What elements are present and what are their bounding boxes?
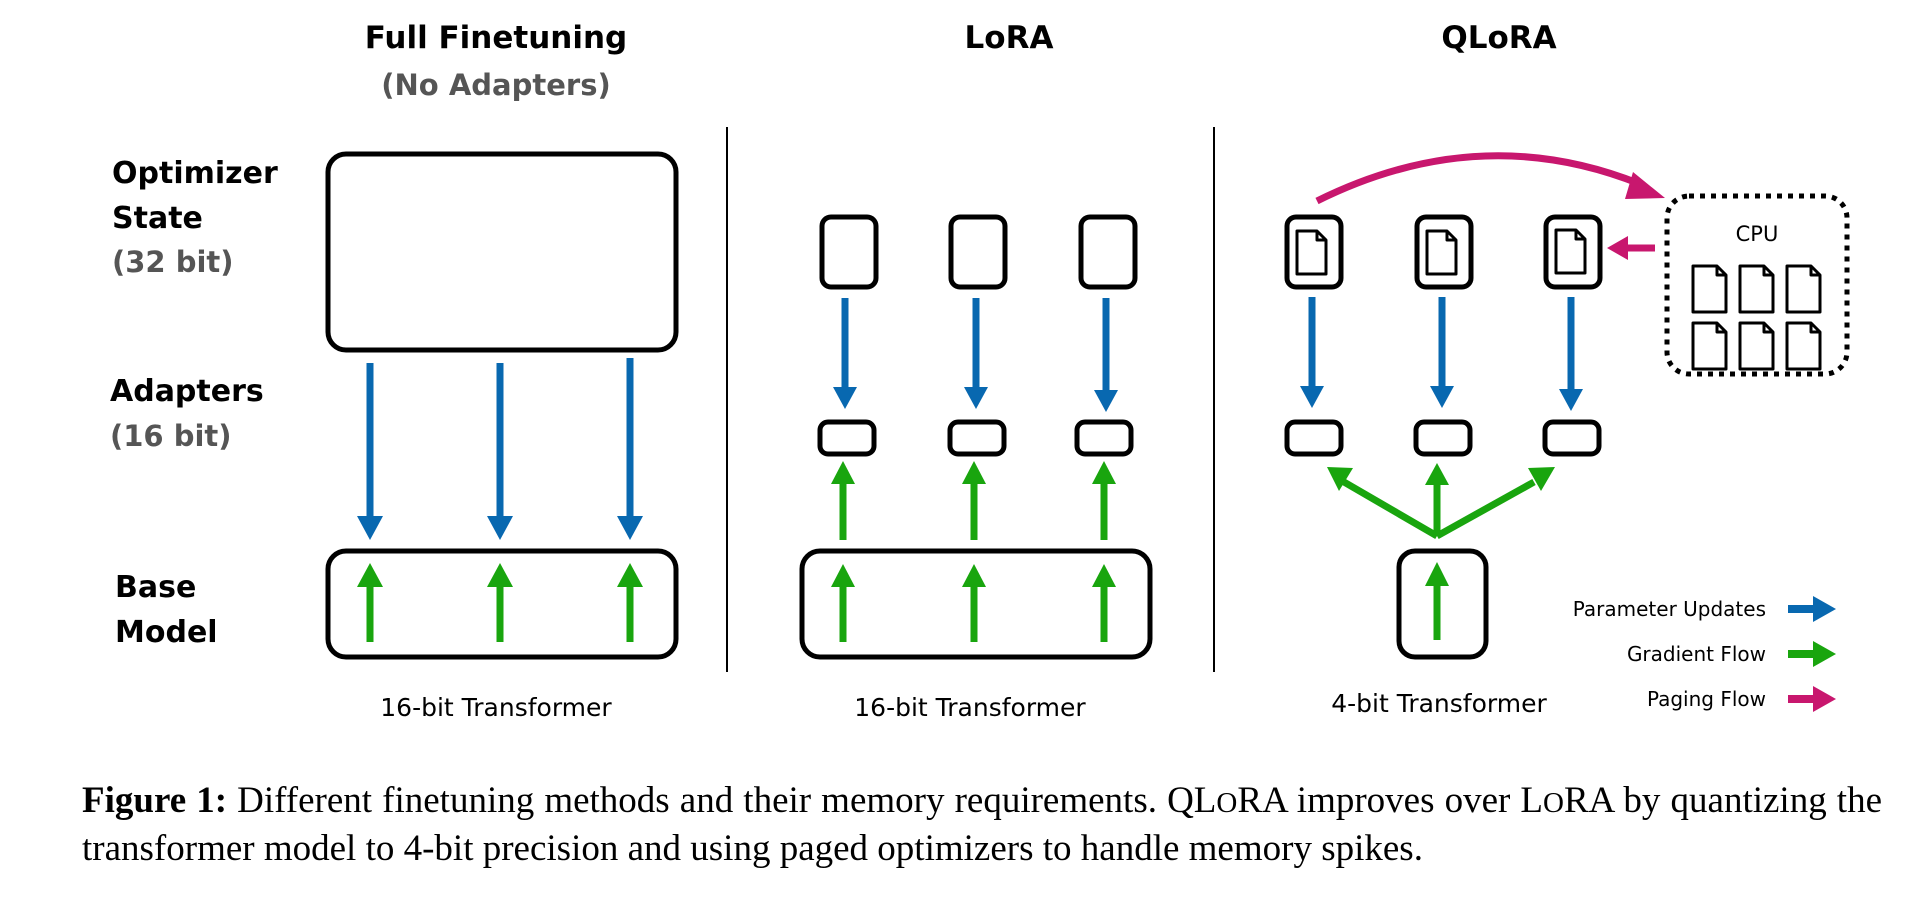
page-icon: [1691, 321, 1728, 371]
page-icon: [1785, 321, 1822, 371]
gradient-flow-arrow: [831, 461, 855, 540]
cpu-label: CPU: [1736, 222, 1779, 246]
gradient-flow-arrow: [962, 461, 986, 540]
parameter-update-arrow: [1430, 297, 1454, 408]
legend-item-gradient-flow: Gradient Flow: [1627, 641, 1836, 667]
legend-item-parameter-updates: Parameter Updates: [1573, 596, 1836, 622]
row-sublabel-16bit: (16 bit): [110, 419, 232, 453]
figure-caption: Figure 1: Different finetuning methods a…: [82, 778, 1882, 871]
page-icon: [1295, 229, 1328, 276]
adapter-box: [1413, 419, 1473, 457]
finetuning-diagram: Full Finetuning (No Adapters) LoRA QLoRA…: [110, 20, 1850, 722]
column-subtitle-no-adapters: (No Adapters): [381, 68, 610, 102]
qlora-column: CPU 4-bit Transformer: [1284, 152, 1850, 718]
gradient-flow-arrow: [1425, 463, 1449, 536]
caption-text: L: [1193, 780, 1217, 821]
cpu-pages: [1691, 264, 1822, 371]
gradient-flow-arrow: [1435, 467, 1555, 540]
paging-flow-arrow-to-cpu: [1315, 152, 1665, 205]
adapter-box: [817, 419, 877, 457]
row-label-optimizer: Optimizer: [112, 156, 278, 191]
gradient-flow-arrow: [962, 564, 986, 642]
optimizer-state-box: [1078, 214, 1138, 290]
parameter-update-arrow: [1300, 297, 1324, 408]
base-model-box: [325, 548, 679, 660]
paged-optimizer-state-box: [1414, 214, 1474, 290]
optimizer-state-box: [948, 214, 1008, 290]
gradient-flow-arrow: [1327, 467, 1439, 540]
paging-flow-arrow-from-cpu: [1607, 236, 1655, 260]
parameter-update-arrow: [1094, 298, 1118, 412]
lora-column: 16-bit Transformer: [799, 214, 1153, 722]
full-finetuning-column: 16-bit Transformer: [325, 151, 679, 722]
gradient-flow-arrow: [1092, 564, 1116, 642]
row-sublabel-32bit: (32 bit): [112, 245, 234, 279]
parameter-update-arrow: [833, 298, 857, 409]
legend-label: Paging Flow: [1647, 687, 1766, 711]
gradient-flow-arrow: [1092, 461, 1116, 540]
row-label-state: State: [112, 201, 203, 236]
caption-smallcaps: O: [1543, 787, 1564, 819]
caption-text: Different finetuning methods and their m…: [227, 780, 1194, 821]
gradient-flow-arrow: [357, 563, 383, 642]
figure-label: Figure 1:: [82, 780, 228, 821]
parameter-update-arrow: [1559, 297, 1583, 411]
gradient-flow-arrow: [831, 564, 855, 642]
parameter-update-arrow: [357, 363, 383, 540]
page-icon: [1785, 264, 1822, 314]
base-model-box: [799, 548, 1153, 660]
gradient-flow-arrow: [487, 563, 513, 642]
page-icon: [1738, 264, 1775, 314]
legend-label: Parameter Updates: [1573, 597, 1766, 621]
parameter-update-arrow: [617, 358, 643, 540]
column-title-lora: LoRA: [965, 20, 1054, 56]
base-model-box-4bit: [1396, 548, 1489, 660]
legend-label: Gradient Flow: [1627, 642, 1766, 666]
base-label-4bit: 4-bit Transformer: [1331, 689, 1547, 718]
paged-optimizer-state-box: [1284, 214, 1344, 290]
parameter-update-arrow: [964, 298, 988, 409]
base-label-16bit: 16-bit Transformer: [854, 693, 1086, 722]
adapter-box: [1284, 419, 1344, 457]
gradient-flow-arrow: [1425, 562, 1449, 640]
row-label-base: Base: [115, 570, 196, 605]
caption-text: RA improves over L: [1237, 780, 1544, 821]
cpu-memory-box: CPU: [1664, 193, 1850, 377]
row-label-model: Model: [115, 615, 218, 650]
legend: Parameter Updates Gradient Flow Paging F…: [1573, 596, 1836, 712]
page-icon: [1691, 264, 1728, 314]
page-icon: [1425, 229, 1458, 276]
gradient-flow-arrow: [617, 563, 643, 642]
page-icon: [1554, 228, 1587, 275]
caption-text: RA by quantizing the transformer model t…: [82, 780, 1882, 869]
column-title-qlora: QLoRA: [1441, 20, 1556, 56]
legend-item-paging-flow: Paging Flow: [1647, 686, 1836, 712]
caption-smallcaps: O: [1216, 787, 1238, 819]
adapter-box: [1542, 419, 1602, 457]
paged-optimizer-state-box: [1543, 214, 1603, 290]
optimizer-state-box: [819, 214, 879, 290]
column-title-full-finetuning: Full Finetuning: [365, 20, 628, 56]
optimizer-state-box: [325, 151, 679, 353]
parameter-update-arrow: [487, 363, 513, 540]
adapter-box: [1074, 419, 1134, 457]
adapter-box: [947, 419, 1007, 457]
base-label-16bit: 16-bit Transformer: [380, 693, 612, 722]
page-icon: [1738, 321, 1775, 371]
row-label-adapters: Adapters: [110, 374, 264, 409]
